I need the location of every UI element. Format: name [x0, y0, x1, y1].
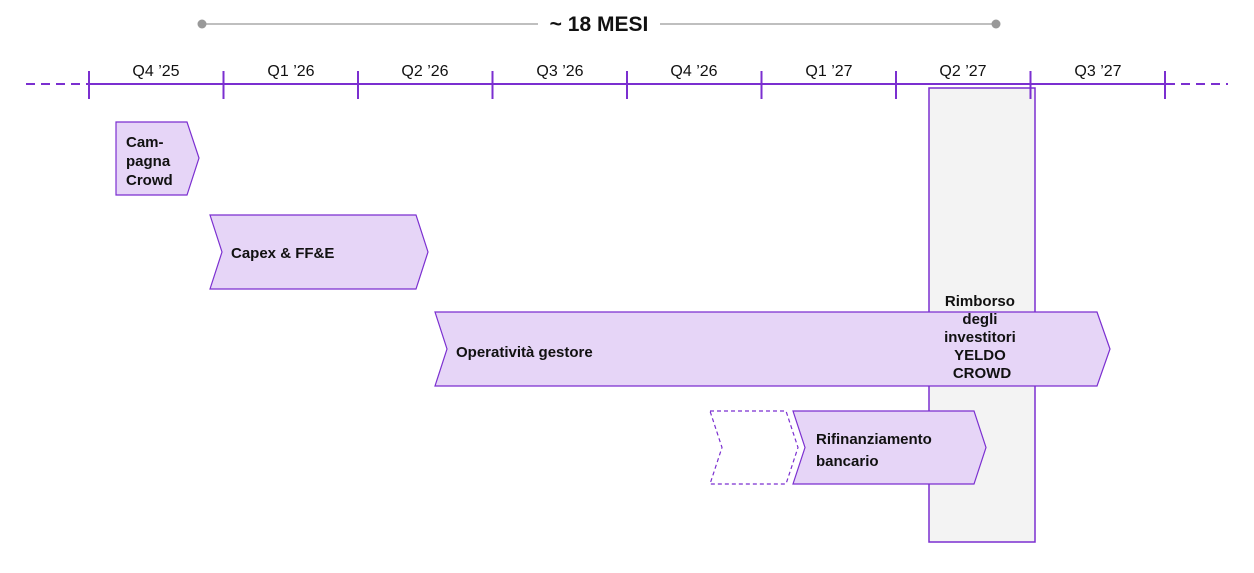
phase-label: Rifinanziamento bancario [816, 431, 936, 470]
phase-label: Cam- pagna Crowd [126, 134, 174, 189]
phase-arrow [434, 311, 1111, 387]
phase-arrow [115, 121, 200, 196]
duration-start-dot [197, 19, 207, 29]
repayment-box-label: Rimborso degli investitori YELDO CROWD [944, 293, 1020, 382]
quarter-label: Q2 ’26 [401, 63, 448, 80]
phase-label-line: Crowd [126, 172, 173, 189]
repayment-label-line: CROWD [953, 365, 1011, 382]
quarter-label: Q4 ’26 [670, 63, 717, 80]
phase-rifinanziamento: Rifinanziamento bancario [792, 410, 987, 485]
quarter-label: Q4 ’25 [132, 63, 179, 80]
phase-arrow [792, 410, 987, 485]
phase-arrow [209, 214, 429, 290]
repayment-label-line: YELDO [954, 347, 1006, 364]
phase-label-line: pagna [126, 153, 171, 170]
quarter-label: Q1 ’26 [267, 63, 314, 80]
phase-label-line: Rifinanziamento [816, 431, 932, 448]
repayment-label-line: investitori [944, 329, 1016, 346]
duration-span: ~ 18 MESI [197, 13, 1001, 36]
phase-label-line: bancario [816, 453, 879, 470]
phase-operativita: Operatività gestore [434, 311, 1111, 387]
time-axis [26, 71, 1228, 99]
refinancing-placeholder-arrow [709, 410, 799, 485]
quarter-label: Q2 ’27 [939, 63, 986, 80]
phase-label-line: Capex & FF&E [231, 245, 334, 262]
phase-campagna-crowd: Cam- pagna Crowd [115, 121, 200, 196]
phase-label-line: Operatività gestore [456, 344, 593, 361]
phase-label-line: Cam- [126, 134, 164, 151]
quarter-labels: Q4 ’25 Q1 ’26 Q2 ’26 Q3 ’26 Q4 ’26 Q1 ’2… [132, 63, 1121, 80]
duration-end-dot [991, 19, 1001, 29]
phase-capex: Capex & FF&E [209, 214, 429, 290]
quarter-label: Q3 ’26 [536, 63, 583, 80]
repayment-label-line: degli [962, 311, 997, 328]
quarter-label: Q1 ’27 [805, 63, 852, 80]
phase-label: Capex & FF&E [231, 245, 334, 262]
phase-label: Operatività gestore [456, 344, 593, 361]
quarter-label: Q3 ’27 [1074, 63, 1121, 80]
repayment-label-line: Rimborso [945, 293, 1015, 310]
duration-label: ~ 18 MESI [550, 13, 649, 36]
